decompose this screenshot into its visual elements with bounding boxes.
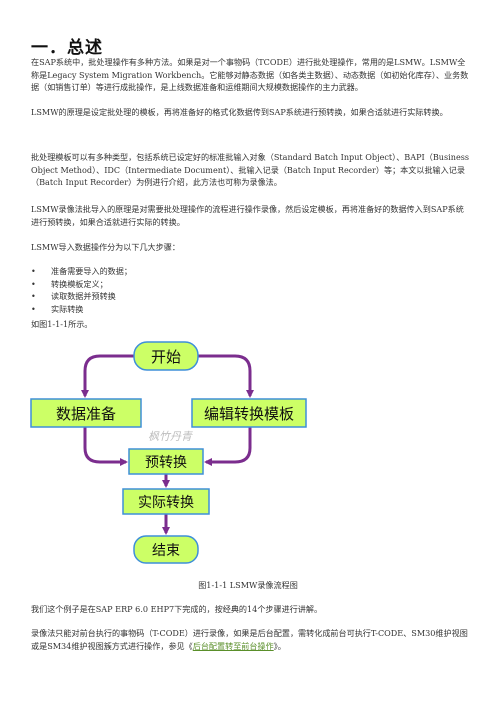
arrow-start-to-edit: [198, 354, 254, 398]
paragraph-intro: 在SAP系统中，批处理操作有多种方法。如果是对一个事物码（TCODE）进行批处理…: [31, 57, 469, 92]
node-end-label: 结束: [152, 543, 180, 559]
list-item: •转换模板定义；: [31, 278, 108, 289]
node-prepare-label: 数据准备: [56, 405, 116, 423]
node-pre-convert: [128, 448, 204, 475]
arrow-edit-to-preconvert: [204, 426, 252, 466]
bullet-icon: •: [31, 278, 36, 289]
node-start: [133, 341, 199, 371]
paragraph-recorder-principle: LSMW录像法批导入的原理是对需要批处理操作的流程进行操作录像，然后设定模板，再…: [31, 204, 464, 227]
arrow-prepare-to-preconvert: [83, 426, 128, 466]
list-item: •准备需要导入的数据；: [31, 266, 132, 276]
steps-list: •准备需要导入的数据； •转换模板定义； •读取数据并预转换 •实际转换: [31, 265, 132, 315]
paragraph-figure-ref: 如图1‐1‐1所示。: [31, 319, 93, 329]
paragraph-steps-intro: LSMW导入数据操作分为以下几大步骤：: [31, 242, 180, 252]
bullet-icon: •: [31, 266, 36, 276]
bullet-icon: •: [31, 303, 36, 314]
paragraph-template-types: 批处理模板可以有多种类型，包括系统已设定好的标准批输入对象（Standard B…: [31, 152, 470, 187]
watermark: 枫竹丹青: [148, 430, 193, 443]
node-actual-convert-label: 实际转换: [138, 494, 194, 511]
bullet-icon: •: [31, 291, 36, 302]
arrow-start-to-prepare: [81, 354, 134, 398]
node-start-label: 开始: [151, 348, 181, 366]
node-end: [133, 535, 199, 564]
figure-caption: 图1‐1‐1 LSMW录像流程图: [198, 580, 298, 590]
paragraph-example-env: 我们这个例子是在SAP ERP 6.0 EHP7下完成的，按经典的14个步骤进行…: [31, 604, 323, 614]
node-edit-template: [191, 398, 307, 428]
node-pre-convert-label: 预转换: [145, 454, 187, 471]
paragraph-recorder-limit: 录像法只能对前台执行的事物码（T-CODE）进行录像，如果是后台配置，需转化成前…: [31, 628, 468, 651]
background-config-link[interactable]: 后台配置转至前台操作: [192, 640, 274, 651]
list-item: •实际转换: [31, 303, 84, 314]
node-edit-template-label: 编辑转换模板: [204, 405, 294, 423]
node-actual-convert: [122, 488, 210, 515]
list-item: •读取数据并预转换: [31, 291, 116, 302]
lsmw-flowchart: 开始 数据准备 编辑转换模板 枫竹丹青 预转换 实际转换 结束: [30, 341, 307, 564]
section-heading: 一．总述: [31, 38, 103, 58]
node-prepare: [30, 398, 142, 428]
paragraph-principle: LSMW的原理是设定批处理的模板，再将准备好的格式化数据传到SAP系统进行预转换…: [31, 107, 448, 117]
